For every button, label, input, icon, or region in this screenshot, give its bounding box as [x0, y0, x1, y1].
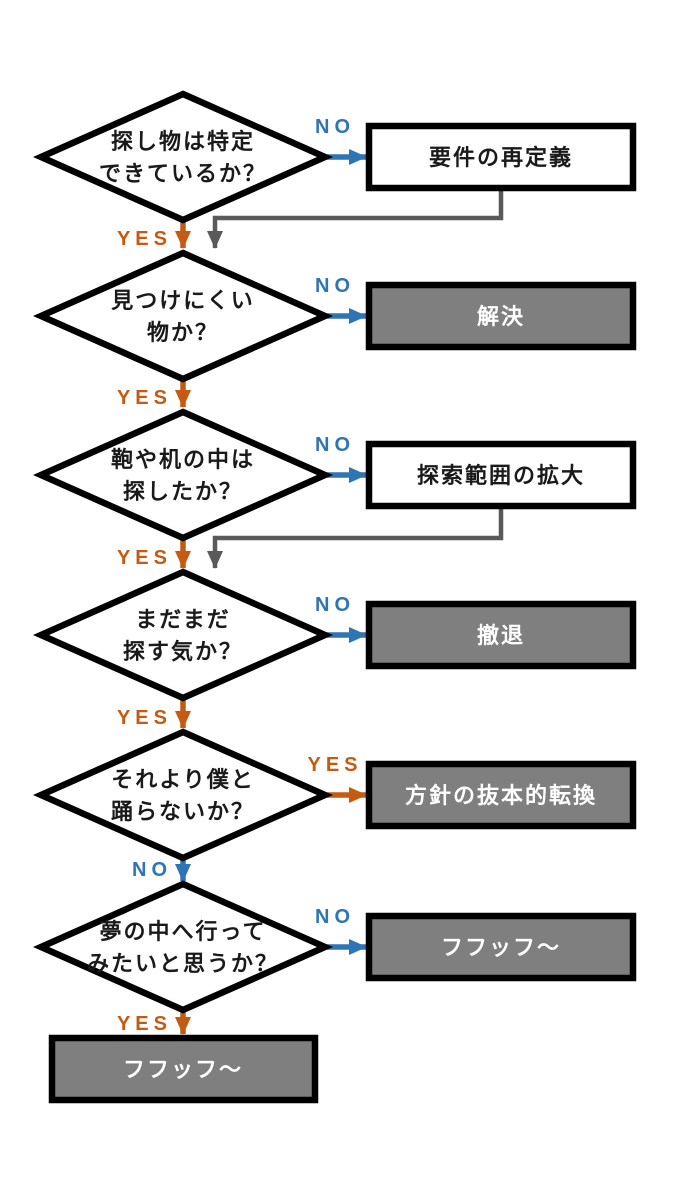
edge-feedback-2 — [207, 507, 504, 569]
decision-6: 夢の中へ行って みたいと思うか？ — [32, 880, 334, 1014]
process-3: 探索範囲の拡大 — [365, 440, 637, 510]
d2-yes-label: YES — [117, 387, 172, 409]
decision-3-line2: 探したか？ — [123, 479, 243, 504]
d5-no-label: NO — [132, 859, 172, 881]
edge-feedback-1 — [207, 189, 504, 249]
process-4-box — [365, 600, 637, 670]
decision-5: それより僕と 踊らないか？ — [32, 728, 334, 862]
d5-yes-label: YES — [307, 754, 362, 776]
decision-1-line2: できているか？ — [99, 161, 267, 186]
d6-yes-label: YES — [117, 1013, 172, 1035]
d3-yes-label: YES — [117, 547, 172, 569]
process-3-label: 探索範囲の拡大 — [417, 463, 585, 488]
decision-6-line2: みたいと思うか？ — [87, 951, 279, 976]
d3-no-label: NO — [315, 434, 355, 456]
decision-1-diamond — [32, 90, 334, 224]
decision-2-diamond — [32, 249, 334, 383]
decision-4: まだまだ 探す気か？ — [32, 568, 334, 702]
final-node-label: フフッフ〜 — [123, 1057, 243, 1082]
process-1: 要件の再定義 — [365, 122, 637, 192]
process-3-box — [365, 440, 637, 510]
decision-1: 探し物は特定 できているか？ — [32, 90, 334, 224]
d1-yes-label: YES — [117, 228, 172, 250]
decision-3: 鞄や机の中は 探したか？ — [32, 408, 334, 542]
decision-1-line1: 探し物は特定 — [111, 129, 255, 154]
decision-3-line1: 鞄や机の中は — [111, 447, 255, 472]
decision-4-diamond — [32, 568, 334, 702]
decision-2-line1: 見つけにくい — [111, 288, 255, 313]
decision-4-line1: まだまだ — [135, 607, 231, 632]
process-2: 解決 — [365, 281, 637, 351]
process-6: フフッフ〜 — [365, 912, 637, 982]
process-2-label: 解決 — [477, 304, 525, 329]
d4-yes-label: YES — [117, 707, 172, 729]
process-6-label: フフッフ〜 — [441, 935, 561, 960]
d1-no-label: NO — [315, 116, 355, 138]
process-1-box — [365, 122, 637, 192]
process-4: 撤退 — [365, 600, 637, 670]
decision-6-line1: 夢の中へ行って — [100, 919, 267, 944]
d4-no-label: NO — [315, 594, 355, 616]
d2-no-label: NO — [315, 275, 355, 297]
d6-no-label: NO — [315, 906, 355, 928]
process-5-box — [365, 760, 637, 830]
decision-4-line2: 探す気か？ — [123, 639, 243, 664]
final-node: フフッフ〜 — [48, 1034, 319, 1104]
decision-5-diamond — [32, 728, 334, 862]
process-1-label: 要件の再定義 — [429, 145, 573, 170]
process-5: 方針の抜本的転換 — [365, 760, 637, 830]
decision-5-line1: それより僕と — [111, 767, 255, 792]
decision-3-diamond — [32, 408, 334, 542]
process-2-box — [365, 281, 637, 351]
final-node-box — [48, 1034, 319, 1104]
decision-2-line2: 物か？ — [147, 320, 219, 345]
process-6-box — [365, 912, 637, 982]
decision-6-diamond — [32, 880, 334, 1014]
process-4-label: 撤退 — [477, 623, 525, 648]
decision-5-line2: 踊らないか？ — [111, 799, 255, 824]
decision-2: 見つけにくい 物か？ — [32, 249, 334, 383]
process-5-label: 方針の抜本的転換 — [405, 783, 597, 808]
